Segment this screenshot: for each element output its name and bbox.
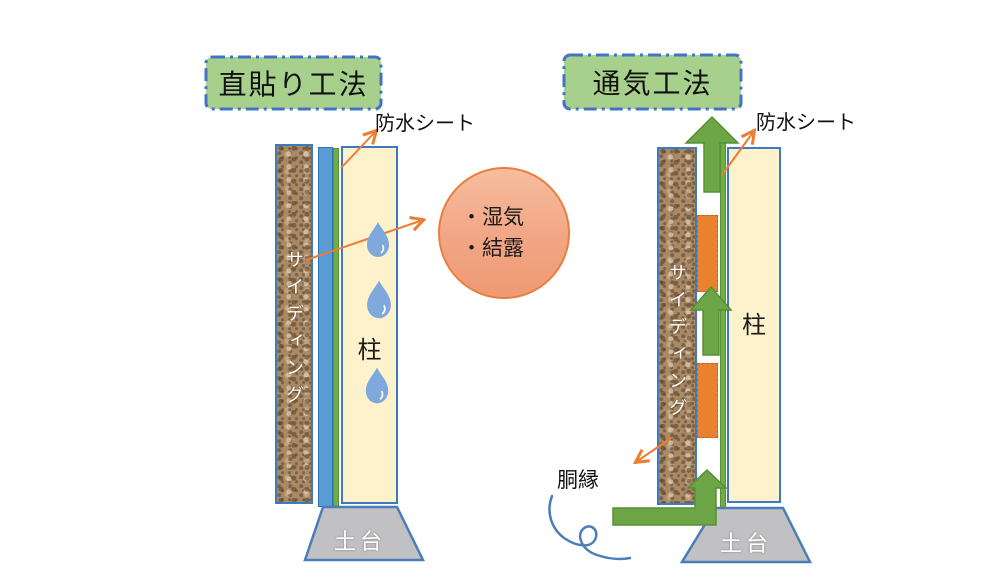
right-siding-panel: サイディング xyxy=(657,147,697,505)
right-furring-strip-top xyxy=(697,215,718,292)
right-waterproof-sheet-line xyxy=(720,142,726,509)
left-title-label: 直貼り工法 xyxy=(218,70,369,101)
left-sheathing-strip xyxy=(318,147,333,507)
right-furring-strip-bottom xyxy=(697,363,718,438)
left-pillar-label: 柱 xyxy=(357,338,382,364)
right-siding-label: サイディング xyxy=(667,263,687,425)
right-foundation-label: 土台 xyxy=(719,531,772,556)
left-pillar-panel: 柱 xyxy=(341,146,398,504)
right-title-label: 通気工法 xyxy=(592,69,713,100)
bubble-line-condensation: ・結露 xyxy=(461,236,524,260)
right-pillar-label: 柱 xyxy=(742,313,766,339)
right-waterproof-label: 防水シート xyxy=(756,112,856,134)
left-waterproof-label: 防水シート xyxy=(375,113,475,135)
bubble-line-moisture: ・湿気 xyxy=(461,205,524,229)
squiggle-flourish xyxy=(548,494,632,561)
airflow-up-arrow-middle xyxy=(689,285,733,356)
left-foundation-label: 土台 xyxy=(333,529,386,554)
left-waterproof-sheet-line xyxy=(333,148,339,509)
left-siding-label: サイディング xyxy=(284,250,304,412)
moisture-condensation-bubble: ・湿気 ・結露 xyxy=(438,167,570,299)
right-pillar-panel: 柱 xyxy=(727,147,781,503)
left-siding-panel: サイディング xyxy=(275,144,313,504)
furring-label: 胴縁 xyxy=(557,468,599,492)
